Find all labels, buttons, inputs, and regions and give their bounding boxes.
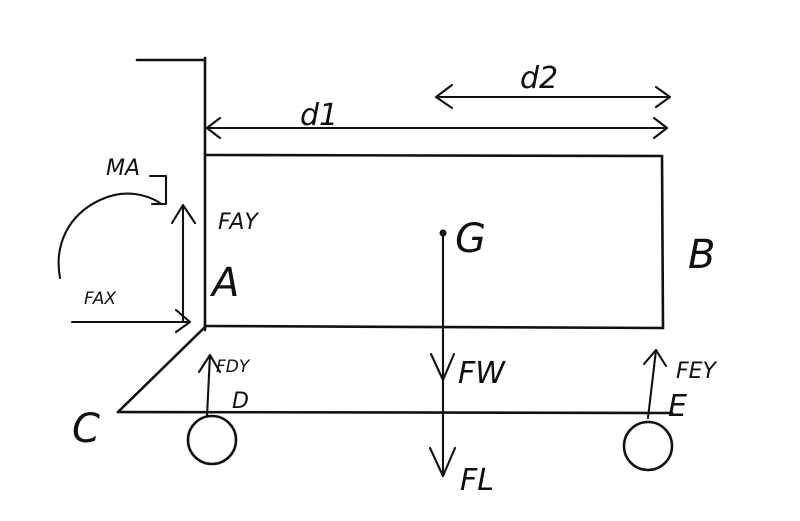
centroid-g-label: G bbox=[455, 216, 486, 262]
force-fl-arrowhead bbox=[428, 446, 457, 478]
force-fey-label: FEY bbox=[676, 359, 718, 384]
force-fl-label: FL bbox=[460, 463, 494, 498]
moment-ma-label: MA bbox=[106, 156, 140, 181]
force-fay-label: FAY bbox=[218, 210, 259, 235]
dimension-d2-label: d2 bbox=[520, 61, 558, 96]
force-fay-arrow bbox=[170, 203, 197, 324]
point-b-label: B bbox=[688, 232, 715, 278]
force-fey-arrow bbox=[642, 348, 668, 420]
base-bottom-edge bbox=[116, 410, 674, 415]
moment-ma-arrowhead bbox=[148, 174, 168, 206]
dimension-d1-arrow bbox=[205, 116, 669, 140]
base-slant-edge bbox=[116, 325, 207, 414]
centroid-g-point bbox=[439, 229, 447, 237]
force-fax-arrow bbox=[70, 308, 192, 334]
beam-top-edge bbox=[203, 153, 664, 158]
force-fdy-arrow bbox=[197, 353, 222, 418]
point-d-label: D bbox=[232, 389, 249, 414]
wall-support bbox=[135, 56, 207, 332]
force-fax-label: FAX bbox=[84, 289, 116, 309]
dimension-d1-label: d1 bbox=[300, 98, 338, 133]
point-e-label: E bbox=[668, 389, 687, 424]
force-fw-label: FW bbox=[458, 356, 506, 391]
beam-bottom-edge bbox=[203, 324, 665, 330]
wheel-e bbox=[622, 420, 674, 472]
beam-right-edge bbox=[660, 154, 665, 330]
dimension-d2-arrow bbox=[434, 83, 672, 110]
moment-ma-curve bbox=[57, 192, 162, 280]
point-a-label: A bbox=[209, 260, 239, 306]
wheel-d bbox=[186, 414, 238, 466]
force-fw-arrowhead bbox=[429, 352, 456, 382]
point-c-label: C bbox=[72, 406, 100, 452]
force-fdy-label: FDY bbox=[216, 357, 251, 377]
